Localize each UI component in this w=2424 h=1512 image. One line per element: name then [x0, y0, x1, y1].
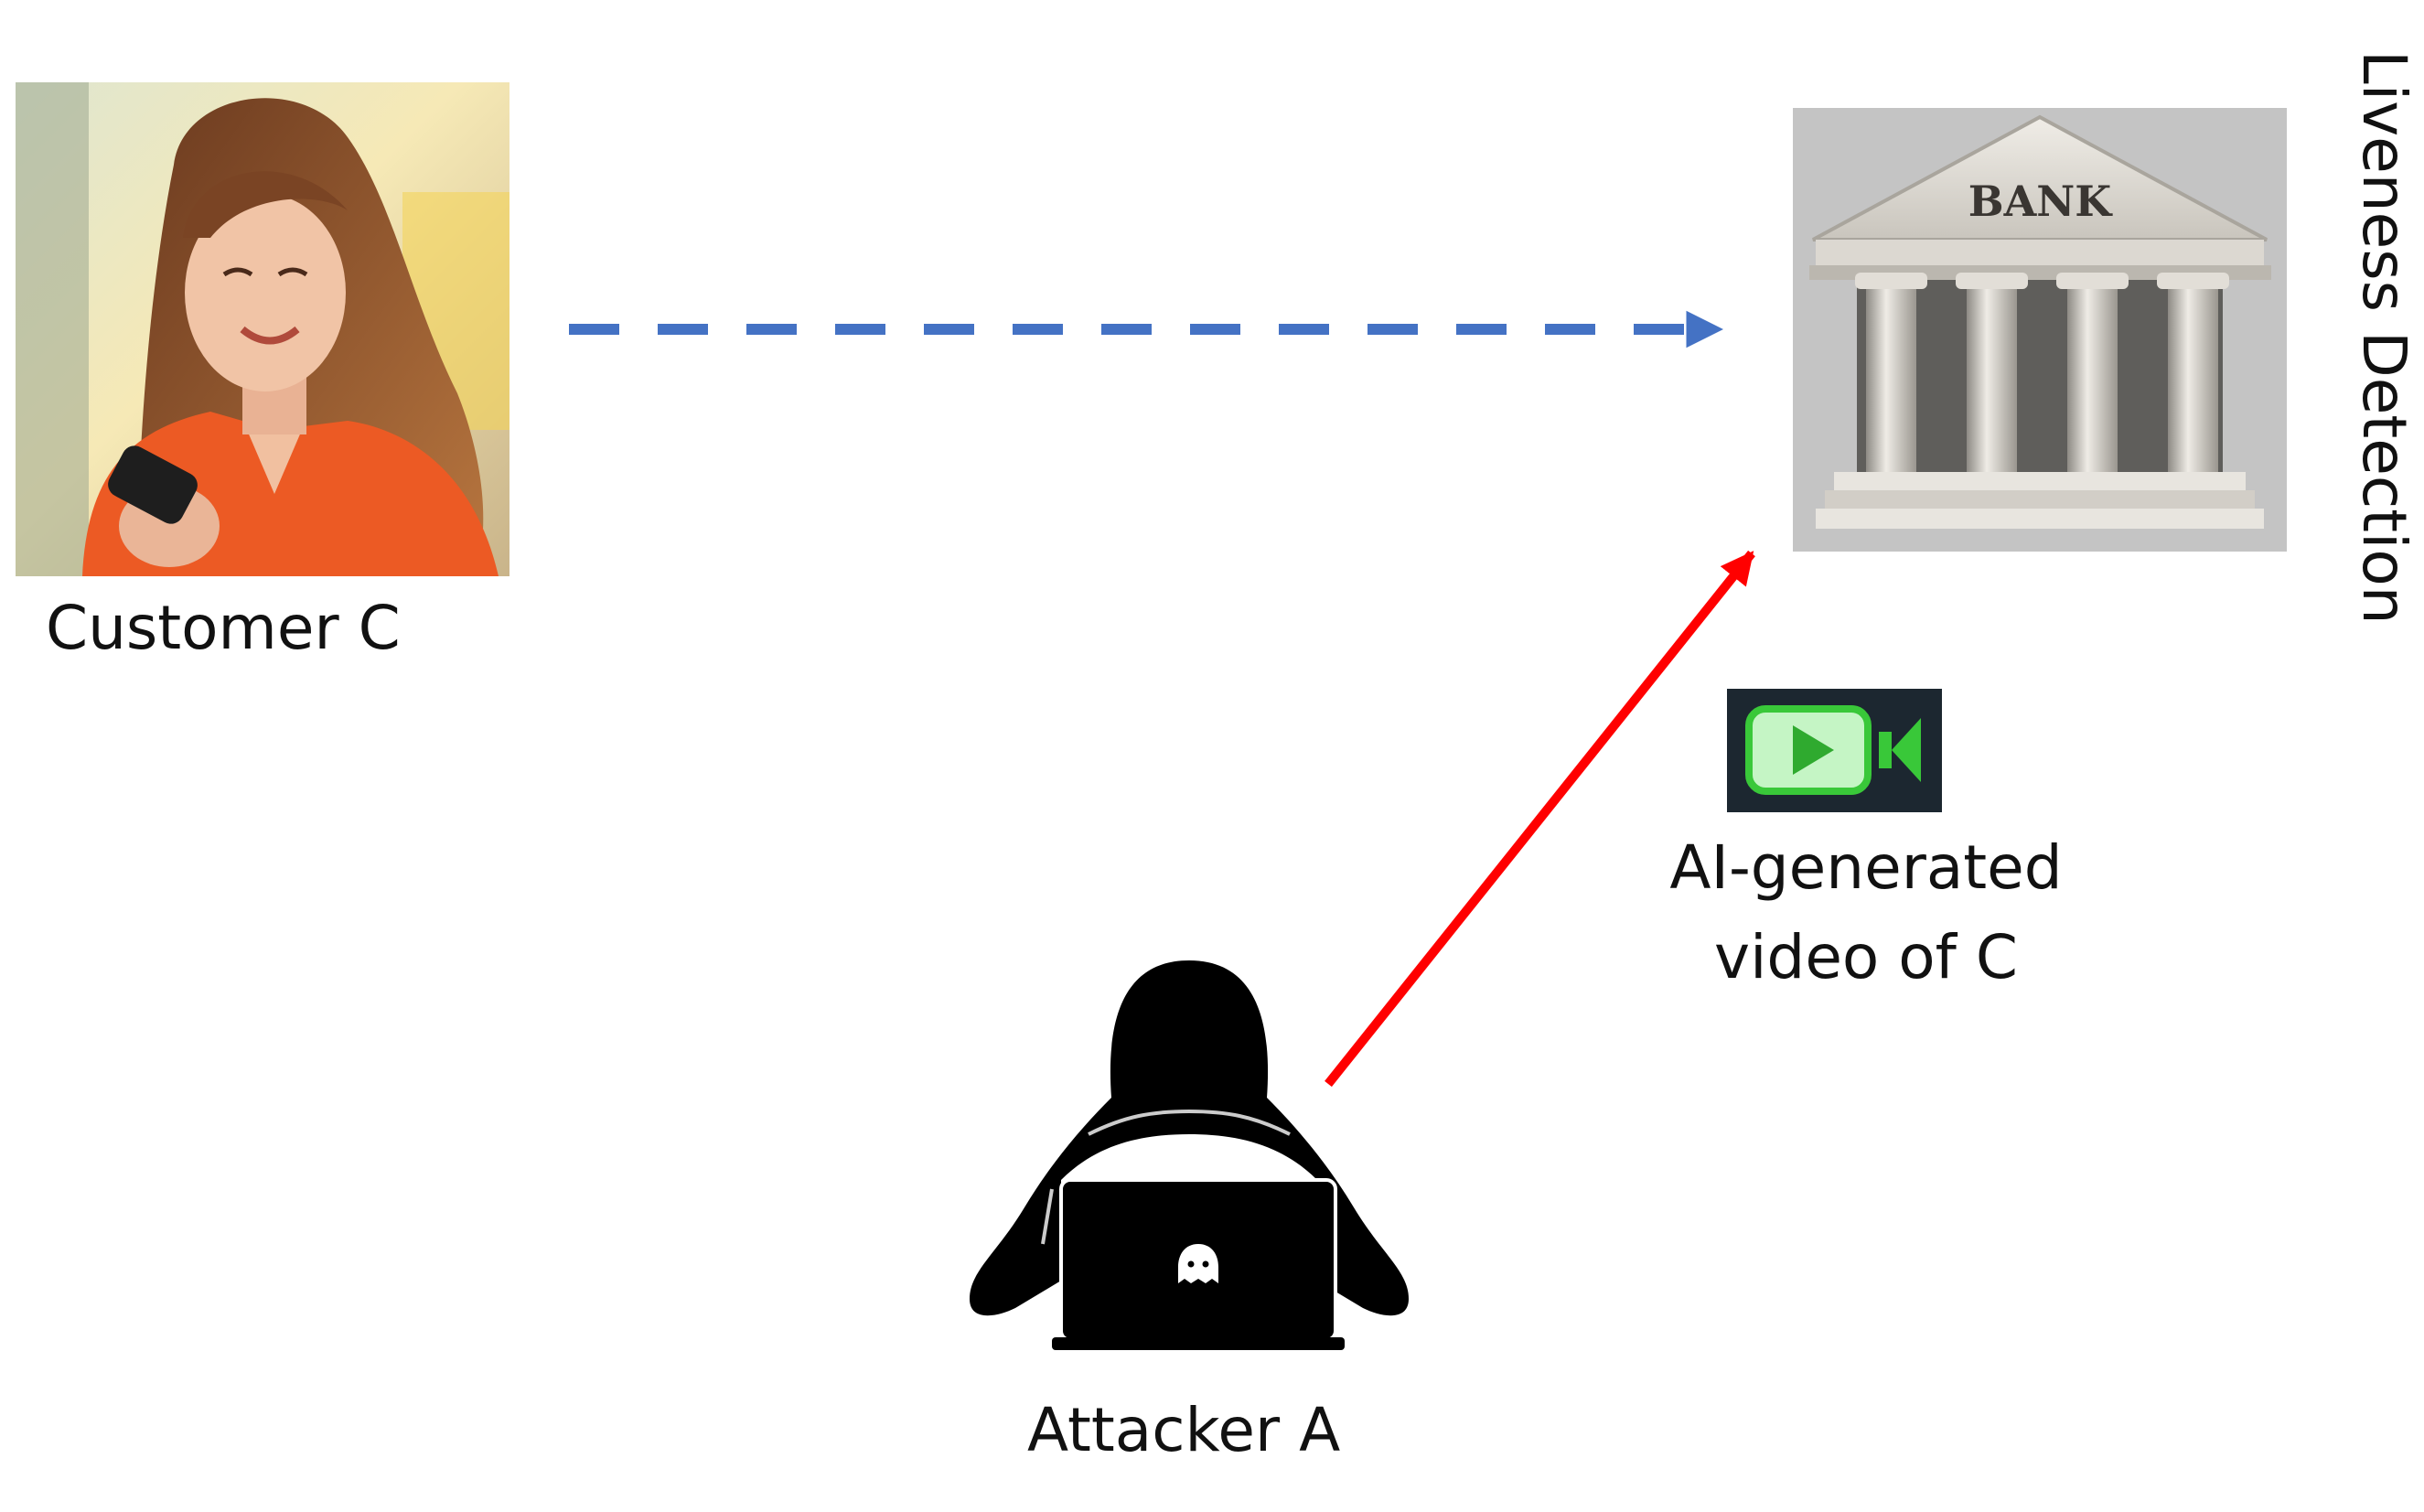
hacker-icon: [970, 960, 1409, 1350]
liveness-detection-label: Liveness Detection: [2349, 50, 2419, 625]
bank-sign: BANK: [1968, 177, 2114, 226]
video-caption: AI-generated video of C: [1610, 823, 2122, 1003]
customer-label: Customer C: [46, 593, 401, 663]
video-caption-line-1: AI-generated: [1669, 832, 2063, 903]
video-caption-line-2: video of C: [1714, 922, 2018, 992]
attacker-label: Attacker A: [1027, 1395, 1341, 1465]
bank-image: BANK: [1793, 108, 2287, 552]
customer-photo: [16, 82, 509, 576]
attacker-to-bank-arrow: [1325, 550, 1755, 1088]
video-play-icon: [1727, 689, 1942, 812]
